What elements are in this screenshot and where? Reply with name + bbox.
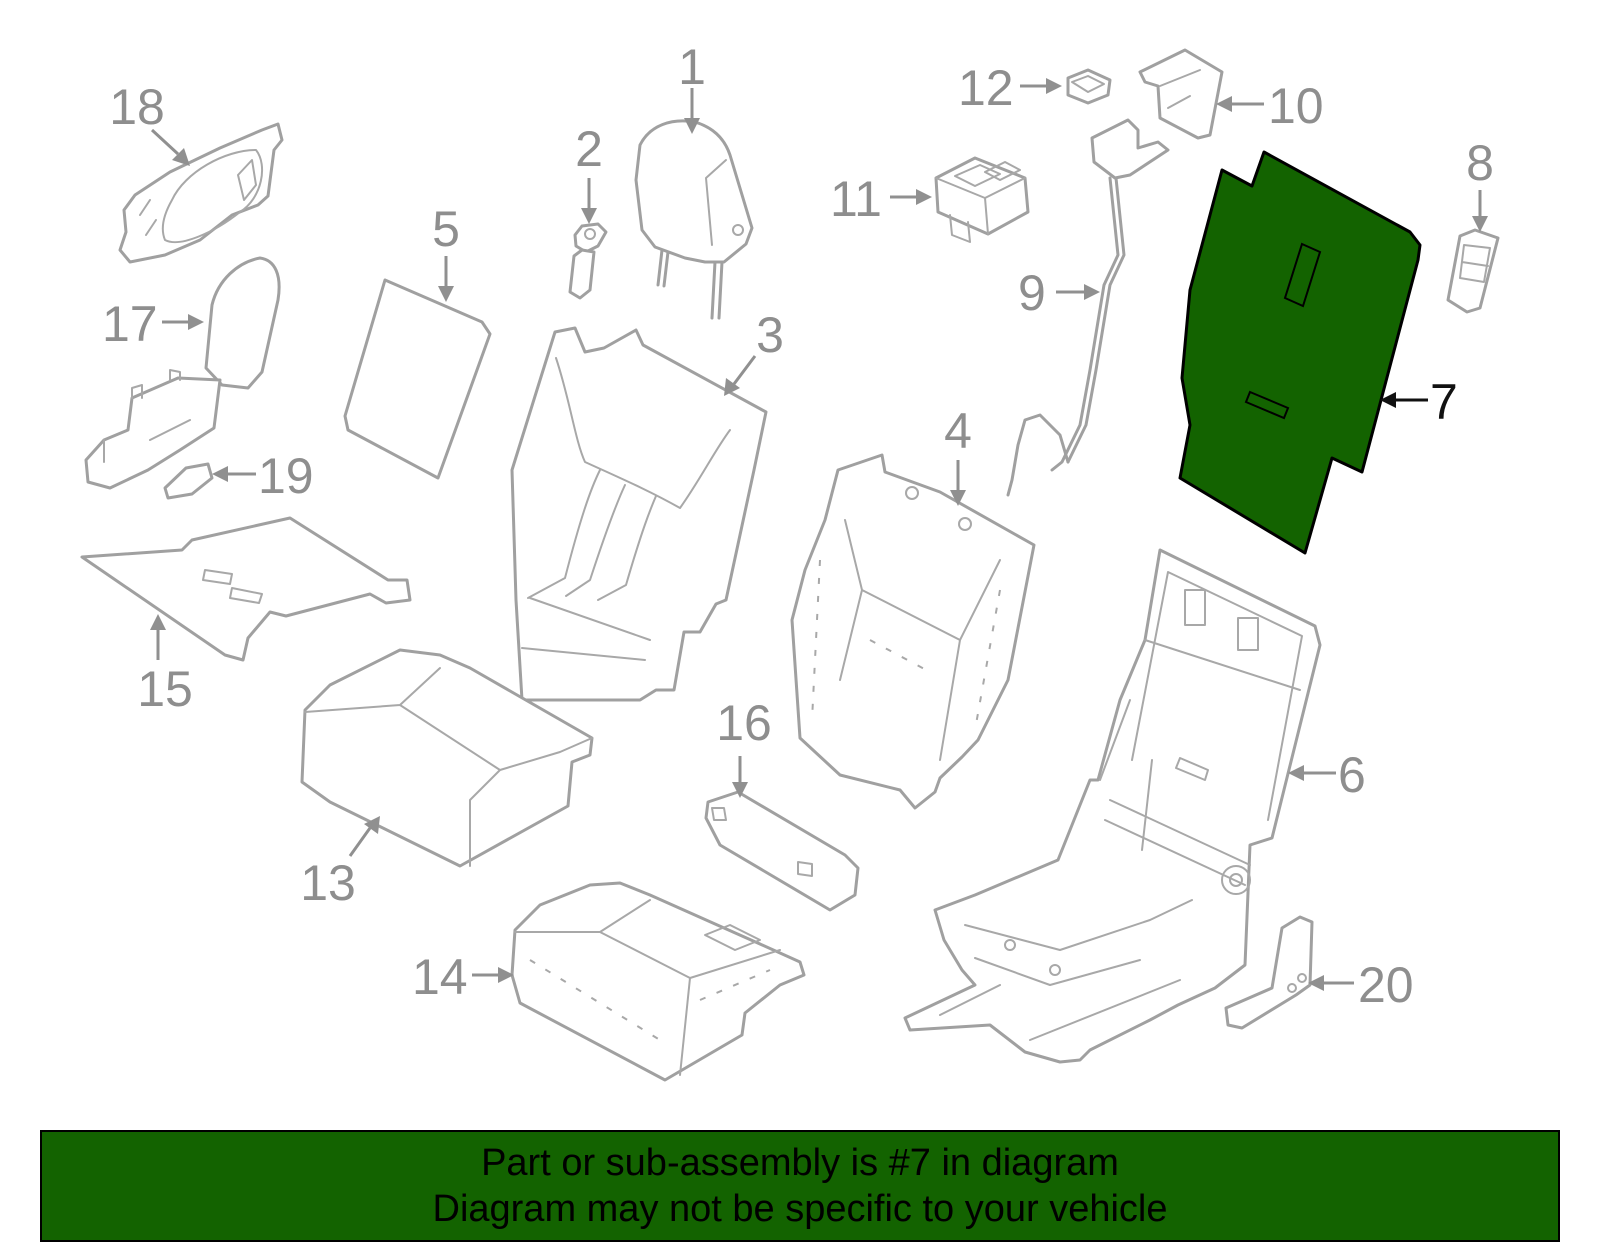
banner-line-2: Diagram may not be specific to your vehi… <box>432 1188 1168 1230</box>
callout-17: 17 <box>102 296 204 352</box>
callout-13: 13 <box>300 816 380 911</box>
svg-text:17: 17 <box>102 296 158 352</box>
callout-2: 2 <box>575 121 603 224</box>
part-1-headrest[interactable] <box>634 119 754 320</box>
part-12-clip[interactable] <box>1066 68 1112 105</box>
part-2-headrest-guide[interactable] <box>568 222 608 300</box>
callout-3: 3 <box>724 307 784 396</box>
callout-15: 15 <box>137 614 193 717</box>
part-18-side-shield[interactable] <box>118 122 284 264</box>
svg-text:7: 7 <box>1430 374 1458 430</box>
part-17-side-trim[interactable] <box>84 256 281 490</box>
callout-16: 16 <box>716 695 772 798</box>
svg-text:2: 2 <box>575 121 603 177</box>
svg-text:12: 12 <box>958 60 1014 116</box>
svg-text:9: 9 <box>1018 265 1046 321</box>
svg-text:3: 3 <box>756 307 784 363</box>
part-6-seat-frame[interactable] <box>903 548 1322 1064</box>
info-banner: Part or sub-assembly is #7 in diagram Di… <box>40 1130 1560 1242</box>
callout-12: 12 <box>958 60 1062 116</box>
callout-18: 18 <box>109 79 190 166</box>
seat-parts-diagram: 1 2 3 4 5 6 7 8 9 10 <box>80 39 1500 1082</box>
part-5-pad[interactable] <box>343 278 492 480</box>
part-19-clip[interactable] <box>163 462 214 500</box>
svg-text:10: 10 <box>1268 78 1324 134</box>
part-13-cushion-cover[interactable] <box>300 648 594 868</box>
svg-text:11: 11 <box>830 171 882 227</box>
svg-text:4: 4 <box>944 403 972 459</box>
svg-text:20: 20 <box>1358 957 1414 1013</box>
svg-text:5: 5 <box>432 201 460 257</box>
svg-text:16: 16 <box>716 695 772 751</box>
svg-text:6: 6 <box>1338 747 1366 803</box>
svg-text:8: 8 <box>1466 135 1494 191</box>
callout-5: 5 <box>432 201 460 302</box>
svg-text:14: 14 <box>412 949 468 1005</box>
part-15-floor-panel[interactable] <box>80 516 412 662</box>
callout-11: 11 <box>830 171 932 227</box>
callout-8: 8 <box>1466 135 1494 232</box>
banner-line-1: Part or sub-assembly is #7 in diagram <box>481 1142 1119 1184</box>
part-9-cable[interactable] <box>1006 118 1170 497</box>
part-16-trim-bar[interactable] <box>704 790 860 912</box>
svg-text:1: 1 <box>678 39 706 95</box>
callout-1: 1 <box>678 39 706 134</box>
callout-4: 4 <box>944 403 972 506</box>
callout-9: 9 <box>1018 265 1100 321</box>
callout-14: 14 <box>412 949 514 1005</box>
part-4-seatback-pad[interactable] <box>790 453 1036 810</box>
callout-20: 20 <box>1308 957 1414 1013</box>
svg-text:13: 13 <box>300 855 356 911</box>
callout-6: 6 <box>1288 747 1366 803</box>
callout-7: 7 <box>1380 374 1458 430</box>
part-11-switch[interactable] <box>934 156 1030 243</box>
svg-text:15: 15 <box>137 661 193 717</box>
callout-19: 19 <box>212 448 314 504</box>
svg-text:18: 18 <box>109 79 165 135</box>
svg-text:19: 19 <box>258 448 314 504</box>
callout-10: 10 <box>1216 78 1324 134</box>
part-7-back-panel[interactable] <box>1178 150 1422 555</box>
part-8-latch[interactable] <box>1446 228 1500 314</box>
part-20-bracket[interactable] <box>1224 915 1314 1030</box>
part-10-bracket[interactable] <box>1138 48 1224 140</box>
part-7-highlight <box>1178 150 1422 555</box>
part-14-cushion-pad[interactable] <box>510 881 806 1082</box>
